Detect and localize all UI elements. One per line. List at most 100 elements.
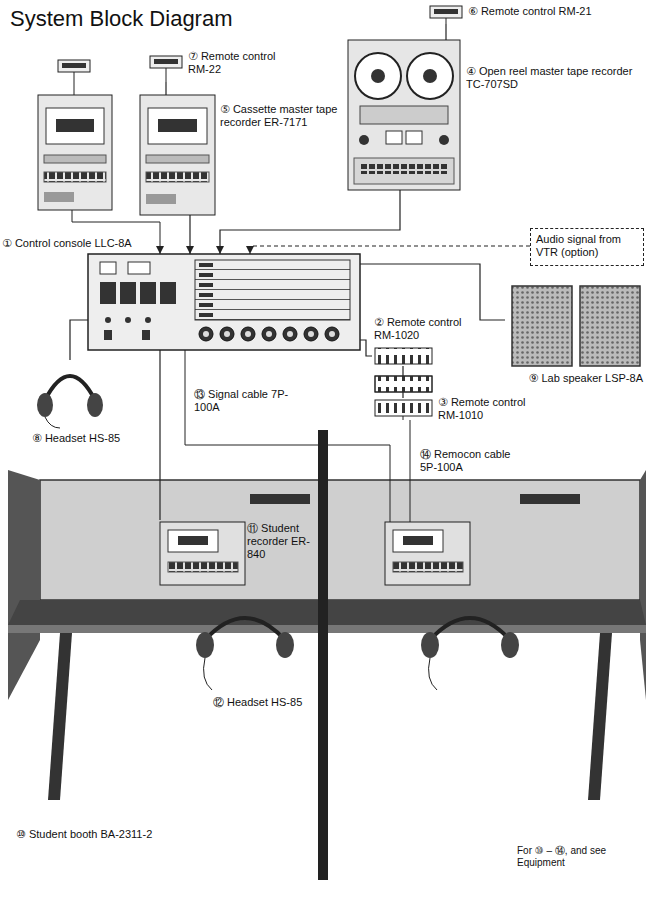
control-console [100,282,116,304]
headset: ⑧ Headset HS-85 [30,360,140,450]
open-reel-recorder [423,69,437,83]
student-headset [430,618,510,640]
student-recorder [160,522,245,585]
student-recorder [160,522,470,585]
cassette-recorder [62,63,86,68]
control-console [88,254,360,350]
open-reel-recorder [360,164,448,174]
control-console [105,317,111,323]
open-reel-recorder [406,131,422,144]
open-reel-recorder [360,106,448,124]
cable-line [360,264,505,320]
remote-control: ⑥ Remote control RM-21 [428,2,644,24]
headset [45,376,95,400]
student-booth [8,470,40,700]
open-reel-recorder [386,131,402,144]
open-reel-recorder [359,135,369,145]
cassette-recorder [58,60,90,72]
headset: ⑫ Headset HS-85 [195,588,305,713]
cable [403,416,404,420]
cassette-recorder [74,72,75,95]
equipment-label: ② Remote control RM-1020 [374,316,470,342]
cassette-recorder [46,108,104,144]
cassette-master-recorder [146,194,176,204]
control-console [128,262,150,274]
open-reel-recorder [439,135,449,145]
cassette-master-recorder [146,155,209,163]
student-booth [520,494,580,504]
open-reel-recorder [434,9,458,14]
student-headset [204,658,212,690]
student-headset [501,632,519,658]
cassette-recorder [56,119,94,132]
lab-speaker: ⑨ Lab speaker LSP-8A [505,282,646,390]
student-recorder [168,562,238,572]
open-reel-recorder [355,53,401,99]
diagram-title: System Block Diagram [10,6,233,32]
student-headset [429,658,437,690]
control-console [160,282,176,304]
student-booth: ⑪ Student recorder ER-840 ⑫ Headset HS-85… [8,470,646,880]
cable-line [159,350,160,520]
headset [45,417,60,428]
student-headset [276,632,294,658]
cable-line [189,215,190,254]
cassette-recorder [44,192,74,202]
equipment-label: ⑧ Headset HS-85 [32,432,138,445]
student-recorder [393,530,443,552]
cassette-master-recorder [140,56,215,215]
equipment-label: ⑪ Student recorder ER-840 [247,522,327,562]
cassette-master-recorder [154,59,178,64]
cassette-master-recorder [150,56,182,68]
equipment-label: ⑫ Headset HS-85 [213,696,303,709]
student-headset [196,632,214,658]
lab-speaker [512,286,640,366]
equipment-label: ④ Open reel master tape recorder TC-707S… [466,65,636,91]
equipment-label: ⑩ Student booth BA-2311-2 [16,828,156,841]
equipment-label: ⑤ Cassette master tape recorder ER-7171 [220,103,338,129]
student-headset [421,632,439,658]
student-headset [196,618,519,690]
cable-line [445,24,446,40]
student-booth [318,430,328,880]
control-console [142,330,150,340]
cable-line [165,82,166,95]
cable-line [70,320,88,360]
cable [185,350,390,522]
student-booth [250,494,310,504]
equipment-label: Audio signal from VTR (option) [536,233,640,259]
control-console: ① Control console LLC-8A [88,254,360,350]
equipment-label: ⑥ Remote control RM-21 [468,5,638,18]
remote-control: ⑦ Remote control RM-22 [148,48,298,82]
open-reel-recorder [407,53,453,99]
cassette-master-recorder [158,119,197,132]
student-booth [588,633,612,800]
control-console [196,324,343,344]
cable-line [360,340,372,356]
control-console [195,260,350,320]
open-reel-recorder [348,6,462,190]
lab-speaker [512,286,572,366]
open-reel-recorder [371,69,385,83]
cable-label: ⑬ Signal cable 7P-100A [192,388,306,414]
control-console [140,282,156,304]
student-recorder [385,522,470,585]
cassette-recorder [44,155,106,163]
cable-line [220,190,400,254]
student-recorder [393,562,463,572]
signal-box: Audio signal from VTR (option) [530,228,644,266]
remote-control: ③ Remote control RM-1010 [372,398,542,425]
control-console [100,262,116,274]
cable [410,420,411,522]
open-reel-recorder [354,158,454,184]
remote-control [375,400,432,416]
equipment-label: ⑨ Lab speaker LSP-8A [505,372,643,385]
remote-control: ② Remote control RM-1020 [372,316,472,366]
equipment-label: ③ Remote control RM-1010 [438,396,538,422]
student-booth [8,430,646,880]
student-booth [640,470,646,700]
open-reel-recorder [430,6,462,18]
